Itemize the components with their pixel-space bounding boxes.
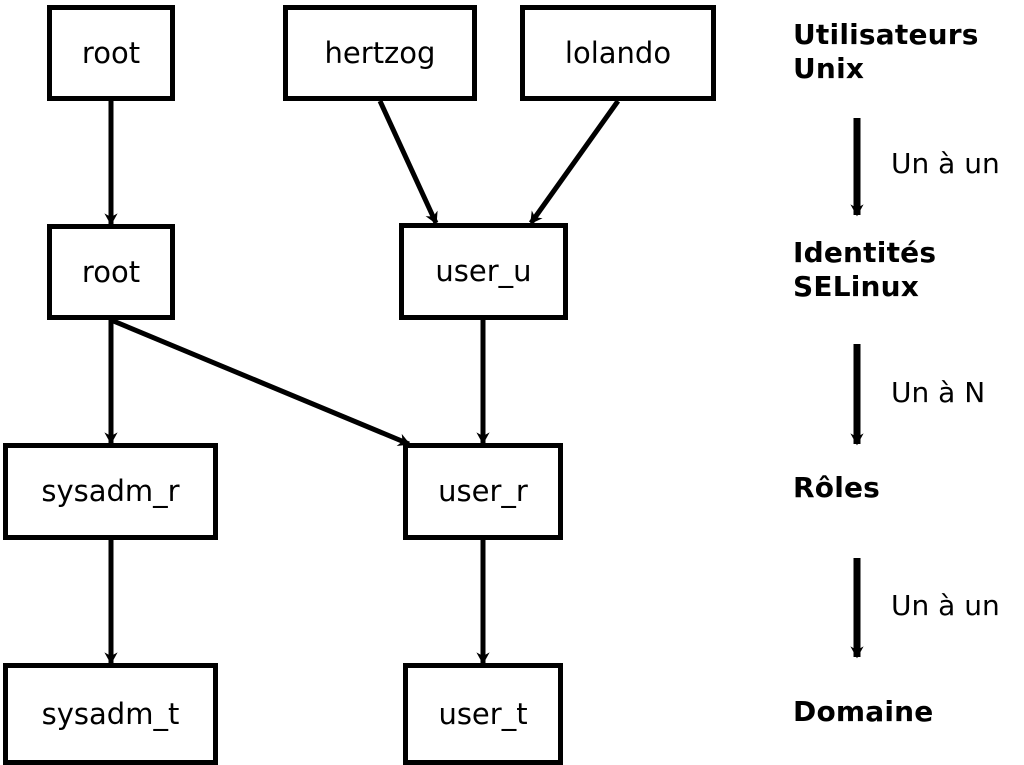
node-label: root	[81, 35, 141, 70]
node-unix-lolando[interactable]: lolando	[520, 5, 716, 101]
node-domain-sysadm-t[interactable]: sysadm_t	[3, 663, 218, 765]
node-unix-root[interactable]: root	[47, 5, 175, 101]
edge-hertzog-to-user-u	[377, 99, 439, 225]
node-role-user-r[interactable]: user_r	[403, 443, 563, 540]
legend-heading-selinux-identities: Identités SELinux	[793, 236, 937, 304]
node-label: sysadm_t	[41, 696, 180, 731]
node-role-sysadm-r[interactable]: sysadm_r	[3, 443, 218, 540]
node-label: user_r	[438, 474, 528, 509]
legend-note-one-to-one-domain: Un à un	[891, 589, 1000, 622]
legend-heading-roles: Rôles	[793, 471, 881, 504]
node-label: lolando	[564, 35, 672, 70]
node-label: sysadm_r	[41, 474, 180, 509]
legend-note-one-to-one-identity: Un à un	[891, 147, 1000, 180]
node-label: user_u	[435, 254, 532, 289]
legend-heading-unix-users: Utilisateurs Unix	[793, 18, 979, 86]
node-unix-hertzog[interactable]: hertzog	[283, 5, 477, 101]
edge-lolando-to-user-u	[528, 99, 621, 225]
edge-id-root-to-user-r	[110, 317, 411, 447]
node-identity-user-u[interactable]: user_u	[399, 223, 568, 320]
node-label: user_t	[438, 696, 528, 731]
node-label: hertzog	[324, 35, 436, 70]
legend-note-one-to-n-roles: Un à N	[891, 376, 986, 409]
node-domain-user-t[interactable]: user_t	[403, 663, 563, 765]
node-label: root	[81, 254, 141, 289]
legend-heading-domaine: Domaine	[793, 695, 934, 728]
node-identity-root[interactable]: root	[47, 224, 175, 320]
